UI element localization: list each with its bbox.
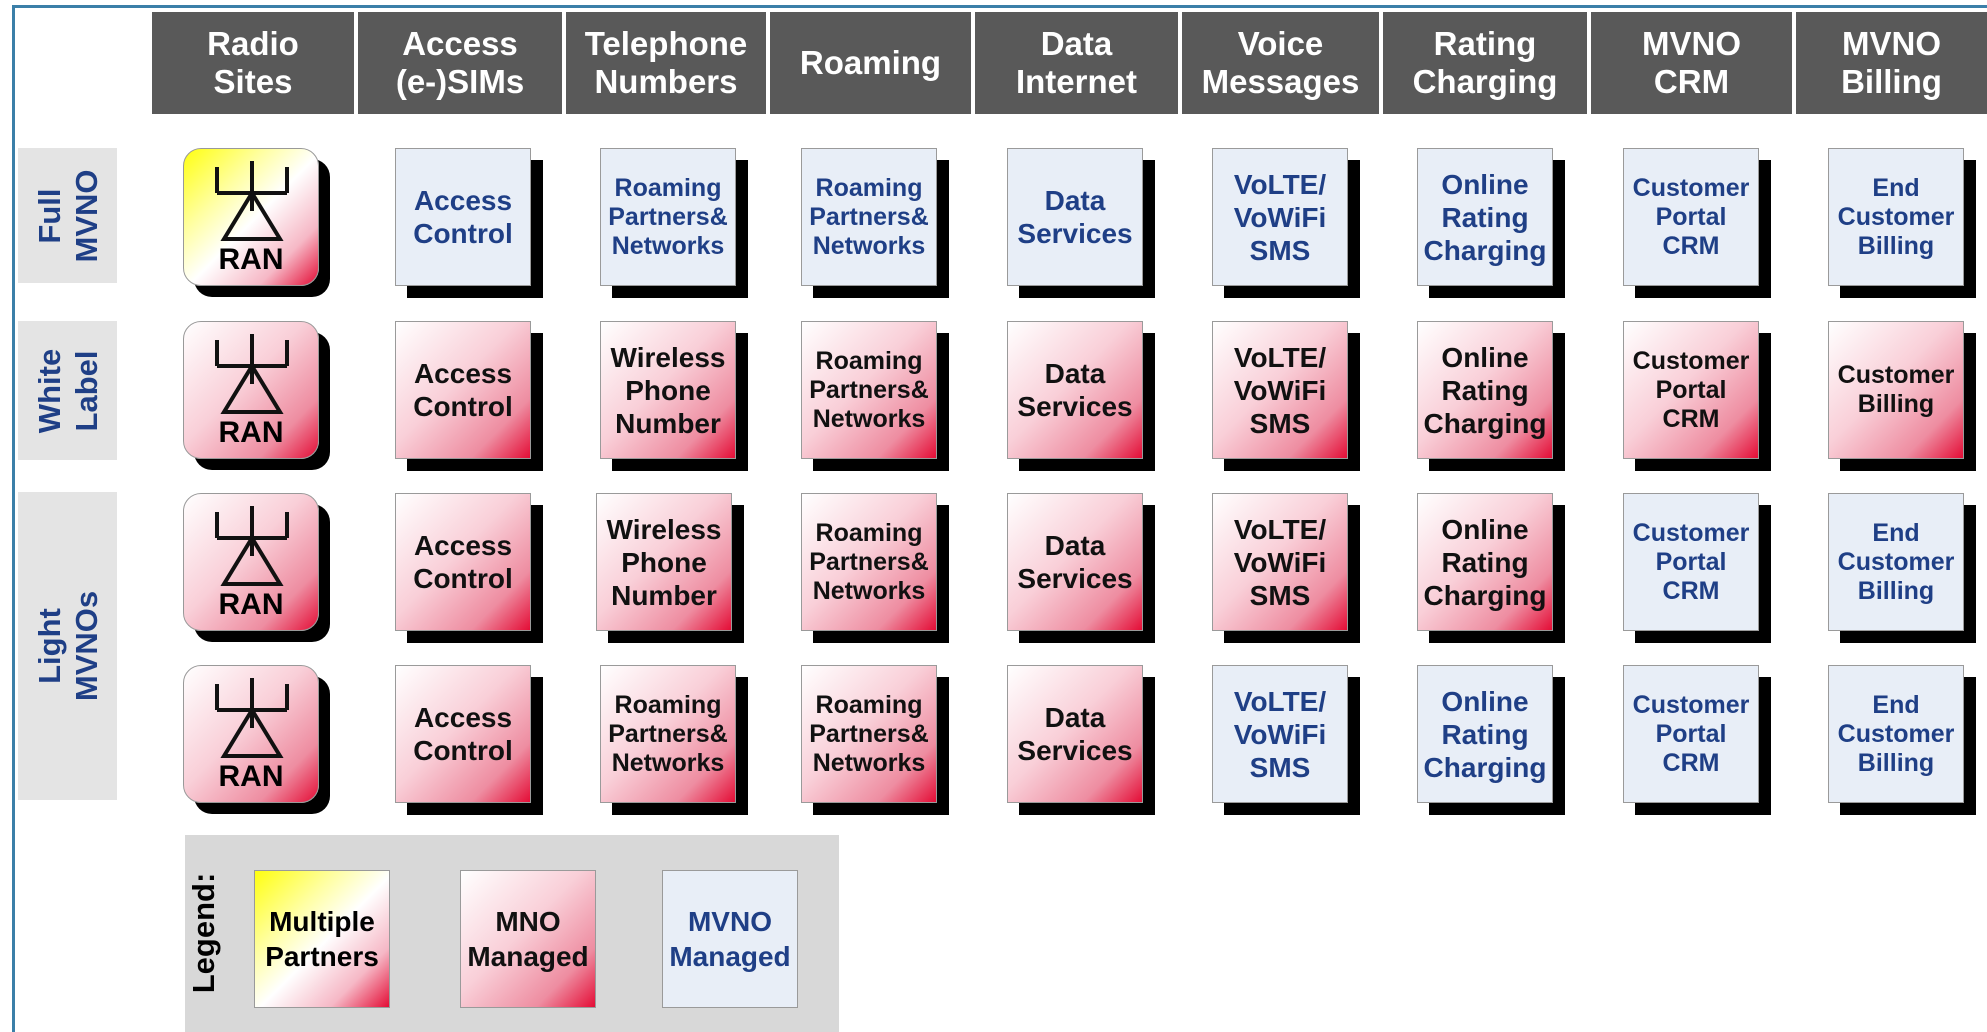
cell-roaming-partners-networks: Roaming Partners& Networks bbox=[600, 148, 736, 286]
cell-roaming-partners-networks: Roaming Partners& Networks bbox=[801, 665, 937, 803]
row-header-white-label-label: White Label bbox=[31, 348, 104, 433]
column-header-voice-messages: Voice Messages bbox=[1182, 12, 1379, 114]
row-header-white-label: White Label bbox=[18, 321, 117, 460]
frame-top-border bbox=[12, 5, 1987, 8]
cell-wireless-phone-number: Wireless Phone Number bbox=[596, 493, 732, 631]
column-header-mvno-crm: MVNO CRM bbox=[1591, 12, 1792, 114]
frame-left-border bbox=[12, 8, 15, 1032]
ran-label: RAN bbox=[218, 416, 284, 449]
cell-access-control: Access Control bbox=[395, 321, 531, 459]
cell-customer-portal-crm: Customer Portal CRM bbox=[1623, 665, 1759, 803]
cell-online-rating-charging: Online Rating Charging bbox=[1417, 493, 1553, 631]
ran-tile-white-label: RAN bbox=[183, 321, 319, 459]
cell-data-services: Data Services bbox=[1007, 148, 1143, 286]
cell-end-customer-billing: End Customer Billing bbox=[1828, 665, 1964, 803]
column-header-radio-sites: Radio Sites bbox=[152, 12, 354, 114]
row-header-full-mvno-label: Full MVNO bbox=[31, 169, 104, 262]
cell-volte-vowifi-sms: VoLTE/ VoWiFi SMS bbox=[1212, 148, 1348, 286]
cell-roaming-partners-networks: Roaming Partners& Networks bbox=[801, 148, 937, 286]
cell-roaming-partners-networks: Roaming Partners& Networks bbox=[801, 321, 937, 459]
cell-customer-billing: Customer Billing bbox=[1828, 321, 1964, 459]
cell-data-services: Data Services bbox=[1007, 665, 1143, 803]
column-header-rating-charging: Rating Charging bbox=[1383, 12, 1587, 114]
antenna-icon bbox=[215, 678, 289, 758]
ran-tile-light-mvno-1: RAN bbox=[183, 493, 319, 631]
cell-customer-portal-crm: Customer Portal CRM bbox=[1623, 148, 1759, 286]
column-header-access-esims: Access (e-)SIMs bbox=[358, 12, 562, 114]
cell-online-rating-charging: Online Rating Charging bbox=[1417, 148, 1553, 286]
legend-title: Legend: bbox=[186, 872, 221, 994]
cell-access-control: Access Control bbox=[395, 493, 531, 631]
cell-end-customer-billing: End Customer Billing bbox=[1828, 148, 1964, 286]
column-header-roaming: Roaming bbox=[770, 12, 971, 114]
legend-item-multiple-partners: Multiple Partners bbox=[254, 870, 390, 1008]
legend-item-mvno-managed: MVNO Managed bbox=[662, 870, 798, 1008]
column-header-mvno-billing: MVNO Billing bbox=[1796, 12, 1987, 114]
cell-volte-vowifi-sms: VoLTE/ VoWiFi SMS bbox=[1212, 321, 1348, 459]
cell-data-services: Data Services bbox=[1007, 493, 1143, 631]
row-header-full-mvno: Full MVNO bbox=[18, 148, 117, 283]
cell-data-services: Data Services bbox=[1007, 321, 1143, 459]
row-header-light-mvnos: Light MVNOs bbox=[18, 492, 117, 800]
ran-label: RAN bbox=[218, 760, 284, 793]
cell-volte-vowifi-sms: VoLTE/ VoWiFi SMS bbox=[1212, 493, 1348, 631]
antenna-icon bbox=[215, 161, 289, 241]
cell-customer-portal-crm: Customer Portal CRM bbox=[1623, 321, 1759, 459]
cell-end-customer-billing: End Customer Billing bbox=[1828, 493, 1964, 631]
cell-customer-portal-crm: Customer Portal CRM bbox=[1623, 493, 1759, 631]
cell-access-control: Access Control bbox=[395, 148, 531, 286]
ran-tile-light-mvno-2: RAN bbox=[183, 665, 319, 803]
legend-item-mno-managed: MNO Managed bbox=[460, 870, 596, 1008]
column-header-telephone-numbers: Telephone Numbers bbox=[566, 12, 766, 114]
cell-roaming-partners-networks: Roaming Partners& Networks bbox=[600, 665, 736, 803]
ran-tile-full-mvno: RAN bbox=[183, 148, 319, 286]
antenna-icon bbox=[215, 334, 289, 414]
ran-label: RAN bbox=[218, 588, 284, 621]
cell-access-control: Access Control bbox=[395, 665, 531, 803]
column-header-data-internet: Data Internet bbox=[975, 12, 1178, 114]
cell-wireless-phone-number: Wireless Phone Number bbox=[600, 321, 736, 459]
cell-online-rating-charging: Online Rating Charging bbox=[1417, 321, 1553, 459]
ran-label: RAN bbox=[218, 243, 284, 276]
cell-roaming-partners-networks: Roaming Partners& Networks bbox=[801, 493, 937, 631]
row-header-light-mvnos-label: Light MVNOs bbox=[31, 590, 104, 702]
cell-volte-vowifi-sms: VoLTE/ VoWiFi SMS bbox=[1212, 665, 1348, 803]
antenna-icon bbox=[215, 506, 289, 586]
cell-online-rating-charging: Online Rating Charging bbox=[1417, 665, 1553, 803]
